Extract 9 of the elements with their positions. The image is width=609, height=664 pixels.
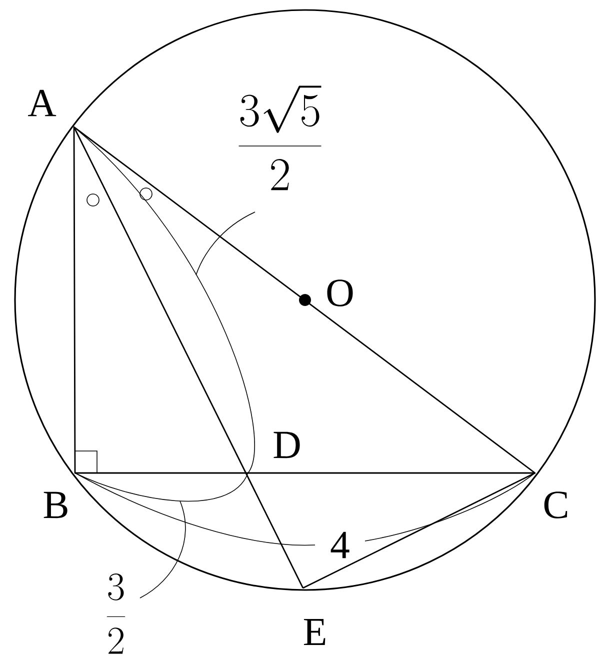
point-label: O <box>327 280 353 306</box>
length-label: $\frac{3}{2}$ <box>106 574 126 654</box>
point-label: D <box>274 432 300 458</box>
point-label: A <box>28 90 56 116</box>
point-label: B <box>44 492 68 518</box>
point-label: E <box>304 618 326 646</box>
length-label: 4 <box>330 532 350 558</box>
point-label: C <box>544 492 568 518</box>
length-label: $\frac{3\sqrt{5}}{2}$ <box>238 86 322 190</box>
